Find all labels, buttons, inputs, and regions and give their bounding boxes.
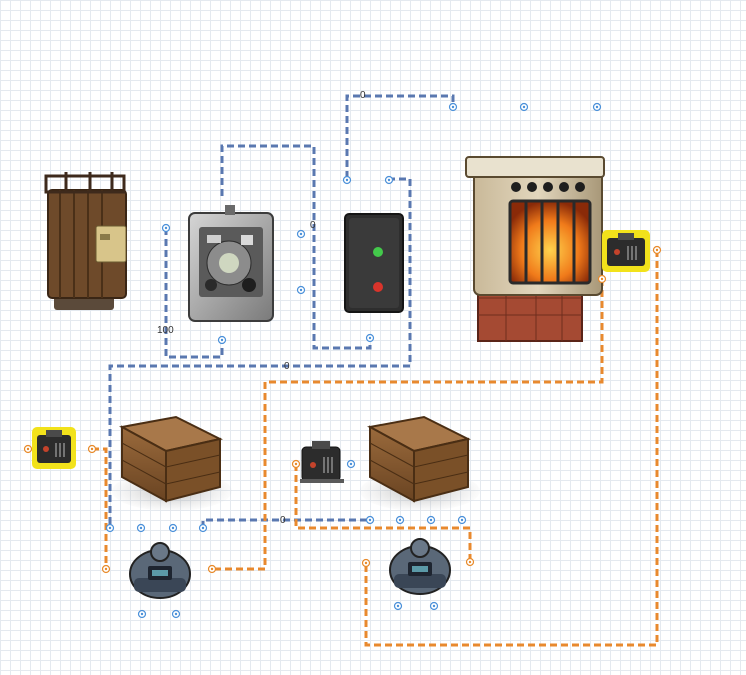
port-blue[interactable]	[136, 523, 146, 533]
port-orange[interactable]	[361, 558, 371, 568]
pipe-furnace-right[interactable]	[212, 279, 604, 571]
electric-furnace-icon[interactable]	[465, 156, 605, 342]
port-blue[interactable]	[457, 515, 467, 525]
splitter-right-icon[interactable]	[602, 230, 650, 272]
port-blue[interactable]	[217, 335, 227, 345]
port-blue[interactable]	[429, 601, 439, 611]
port-blue[interactable]	[365, 333, 375, 343]
wire-label-battery: 100	[157, 325, 174, 336]
port-blue[interactable]	[161, 223, 171, 233]
port-orange[interactable]	[87, 444, 97, 454]
pipe-left-splitter[interactable]	[92, 447, 108, 569]
port-blue[interactable]	[296, 229, 306, 239]
port-blue[interactable]	[198, 523, 208, 533]
port-blue[interactable]	[346, 459, 356, 469]
port-orange[interactable]	[465, 557, 475, 567]
port-blue[interactable]	[519, 102, 529, 112]
wire-battery-out[interactable]	[164, 228, 224, 359]
port-orange[interactable]	[652, 245, 662, 255]
wire-label-switch: 0	[310, 220, 316, 231]
port-blue[interactable]	[426, 515, 436, 525]
wire-mid-route[interactable]	[108, 177, 412, 528]
wire-label-top: 0	[360, 90, 366, 101]
pipe-mid-loop[interactable]	[294, 464, 472, 562]
port-blue[interactable]	[384, 175, 394, 185]
switch-icon[interactable]	[344, 213, 404, 313]
port-blue[interactable]	[592, 102, 602, 112]
ports	[23, 102, 662, 619]
wood-box-left-icon[interactable]	[112, 415, 232, 511]
wire-switch-feed[interactable]	[220, 144, 372, 350]
large-battery-icon[interactable]	[44, 172, 127, 310]
port-blue[interactable]	[365, 515, 375, 525]
splitter-mid-icon[interactable]	[300, 441, 344, 483]
port-blue[interactable]	[342, 175, 352, 185]
port-orange[interactable]	[207, 564, 217, 574]
wire-label-bottom: 0	[280, 515, 286, 526]
port-blue[interactable]	[448, 102, 458, 112]
wood-box-right-icon[interactable]	[360, 415, 480, 511]
port-orange[interactable]	[597, 274, 607, 284]
water-pump-left-icon[interactable]	[129, 542, 191, 599]
wire-label-mid: 0	[284, 361, 290, 372]
port-orange[interactable]	[23, 444, 33, 454]
electrical-branch-icon[interactable]	[188, 205, 274, 322]
port-orange[interactable]	[291, 459, 301, 469]
port-blue[interactable]	[296, 285, 306, 295]
port-blue[interactable]	[168, 523, 178, 533]
pipe-right-loop[interactable]	[364, 250, 659, 647]
port-orange[interactable]	[101, 564, 111, 574]
port-blue[interactable]	[171, 609, 181, 619]
port-blue[interactable]	[393, 601, 403, 611]
port-blue[interactable]	[137, 609, 147, 619]
splitter-left-icon[interactable]	[32, 427, 76, 469]
water-pump-right-icon[interactable]	[389, 538, 451, 595]
wire-top-route[interactable]	[345, 94, 455, 178]
water-pipes	[92, 250, 659, 647]
port-blue[interactable]	[105, 523, 115, 533]
port-blue[interactable]	[395, 515, 405, 525]
